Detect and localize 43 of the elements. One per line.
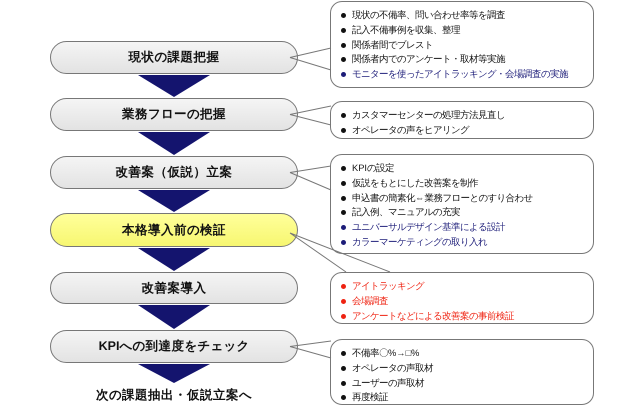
callout-pointer	[290, 232, 390, 272]
step-text: 次の課題抽出・仮説立案へ	[96, 386, 252, 404]
process-box: 業務フローの把握	[50, 98, 298, 131]
bullet-text: 申込書の簡素化⇔業務フローとのすり合わせ	[352, 192, 532, 203]
chevron-arrow	[138, 364, 210, 383]
callout-pointer	[290, 106, 332, 126]
bullet-text: 記入例、マニュアルの充実	[352, 207, 460, 218]
process-box: 本格導入前の検証	[50, 213, 298, 247]
bullet-text: アンケートなどによる改善案の事前検証	[352, 310, 514, 321]
bullet-text: 関係者内でのアンケート・取材等実施	[352, 54, 505, 64]
callout-box	[330, 339, 594, 405]
bullet-text: カラーマーケティングの取り入れ	[352, 236, 487, 247]
bullet-text: 再度検証	[352, 392, 388, 402]
bullet-text: 記入不備事例を収集、整理	[352, 24, 460, 35]
callout-box	[330, 272, 594, 324]
callout-box	[330, 154, 594, 254]
chevron-arrow	[138, 132, 210, 155]
bullet-text: 不備率〇%→□%	[352, 348, 420, 358]
bullet-text: ユーザーの声取材	[352, 378, 424, 388]
bullet-text: 会場調査	[352, 296, 388, 306]
chevron-arrow	[138, 248, 210, 271]
bullet-text: カスタマーセンターの処理方法見直し	[352, 110, 505, 120]
bullet-text: 仮説をもとにした改善案を制作	[352, 178, 478, 188]
chevron-arrow	[138, 75, 210, 97]
bullet-text: オペレータの声をヒアリング	[352, 124, 469, 135]
callout-pointer	[290, 166, 332, 190]
callout-box	[330, 1, 594, 88]
bullet-text: ユニバーサルデザイン基準による設計	[352, 222, 505, 232]
callout-box	[330, 101, 594, 139]
bullet-text: オペレータの声取材	[352, 362, 433, 373]
chevron-arrow	[138, 190, 210, 212]
process-box: 改善案導入	[50, 272, 298, 304]
process-box: 改善案（仮説）立案	[50, 156, 298, 189]
callout-pointer	[290, 340, 332, 358]
process-box: KPIへの到達度をチェック	[50, 330, 298, 363]
bullet-text: アイトラッキング	[352, 281, 424, 291]
chevron-arrow	[138, 305, 210, 329]
bullet-text: 関係者間でブレスト	[352, 40, 433, 50]
callout-pointer	[290, 48, 332, 70]
bullet-text: モニターを使ったアイトラッキング・会場調査の実施	[352, 69, 568, 80]
bullet-text: 現状の不備率、問い合わせ率等を調査	[352, 10, 505, 20]
process-box: 現状の課題把握	[50, 41, 298, 74]
bullet-text: KPIの設定	[352, 163, 394, 173]
